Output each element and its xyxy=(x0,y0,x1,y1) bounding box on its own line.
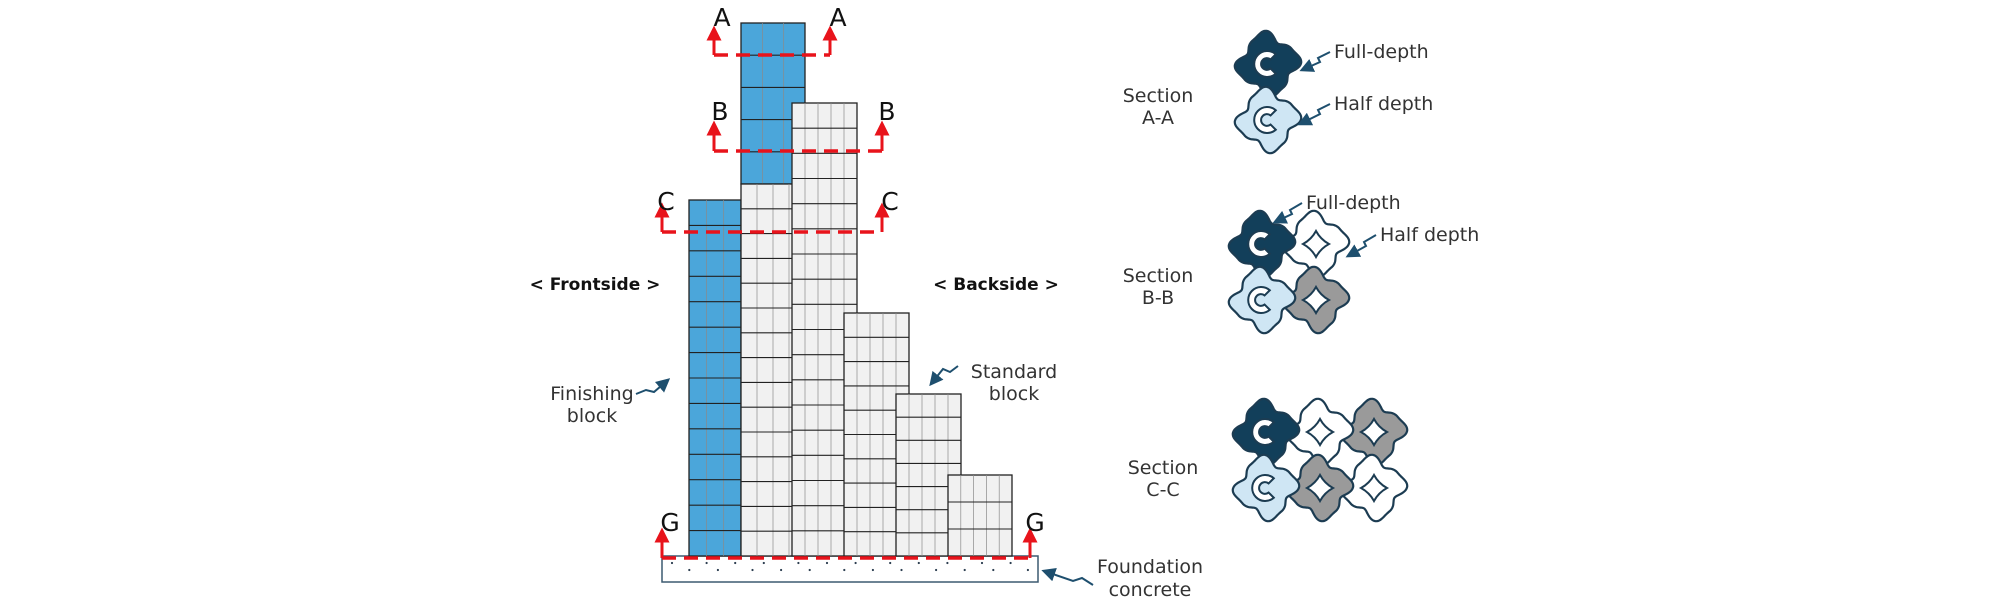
cut-label-g-right: G xyxy=(1025,508,1044,537)
section-b-half-depth-leader xyxy=(1345,234,1377,258)
cut-label-a-right: A xyxy=(829,3,846,32)
standard-block xyxy=(1339,453,1409,523)
section-b-full-depth-label: Full-depth xyxy=(1306,192,1401,214)
section-line-c xyxy=(654,202,890,234)
half-depth-block xyxy=(1233,85,1303,155)
finishing-leader-arrow xyxy=(635,378,671,395)
section-a-half-depth-leader xyxy=(1297,103,1331,126)
section-a-full-depth-label: Full-depth xyxy=(1334,41,1429,63)
section-line-b xyxy=(706,120,890,153)
section-line-g xyxy=(654,527,1038,560)
section-a-blocks xyxy=(1233,29,1303,155)
section-b-half-depth-label: Half depth xyxy=(1380,224,1479,246)
finishing-block-label-line1: Finishing xyxy=(550,383,633,405)
finishing-block-callout: Finishing block xyxy=(550,378,671,427)
foundation-concrete xyxy=(661,555,1039,583)
section-c-title-line2: C-C xyxy=(1146,479,1179,501)
full-depth-block xyxy=(1233,29,1303,99)
section-c-blocks xyxy=(1231,397,1409,523)
standard-block-label-line1: Standard xyxy=(971,361,1057,383)
section-a-half-depth-label: Half depth xyxy=(1334,93,1433,115)
frontside-label: < Frontside > xyxy=(530,275,661,295)
section-b-title-line2: B-B xyxy=(1142,287,1174,309)
standard-leader-arrow xyxy=(929,365,959,387)
foundation-label-line1: Foundation xyxy=(1097,556,1203,578)
elevation-view: A A B B C C G G < Frontside > < Backside… xyxy=(530,3,1203,601)
foundation-label-line2: concrete xyxy=(1109,579,1192,601)
section-c-title-line1: Section xyxy=(1128,457,1199,479)
section-b-full-depth-leader xyxy=(1272,202,1303,224)
foundation-callout: Foundation concrete xyxy=(1041,556,1203,601)
section-b-blocks xyxy=(1227,209,1351,335)
section-a-a: Section A-A Full-depth Half depth xyxy=(1123,29,1433,155)
section-a-full-depth-leader xyxy=(1299,51,1331,72)
standard-block-label-line2: block xyxy=(989,383,1039,405)
section-a-title-line1: Section xyxy=(1123,85,1194,107)
cut-label-g-left: G xyxy=(660,508,679,537)
section-views: Section A-A Full-depth Half depth Sectio… xyxy=(1123,29,1479,523)
standard-block-callout: Standard block xyxy=(929,361,1057,405)
cut-label-c-left: C xyxy=(657,187,674,216)
standard-column-6 xyxy=(947,474,1013,557)
block-columns xyxy=(688,22,1013,557)
finishing-column-front xyxy=(688,199,742,557)
section-b-title-line1: Section xyxy=(1123,265,1194,287)
cut-label-b-right: B xyxy=(878,97,895,126)
finishing-block-label-line2: block xyxy=(567,405,617,427)
section-b-b: Section B-B Full-depth Half depth xyxy=(1123,192,1479,335)
cut-label-a-left: A xyxy=(713,3,730,32)
standard-block xyxy=(1285,397,1355,467)
half-depth-block xyxy=(1231,453,1301,523)
section-line-a xyxy=(706,25,838,57)
foundation-leader-arrow xyxy=(1041,568,1094,586)
full-depth-block xyxy=(1231,397,1301,467)
full-depth-block xyxy=(1227,209,1297,279)
cut-label-b-left: B xyxy=(711,97,728,126)
cut-label-c-right: C xyxy=(881,187,898,216)
section-a-title-line2: A-A xyxy=(1142,107,1174,129)
half-depth-block xyxy=(1227,265,1297,335)
section-c-c: Section C-C xyxy=(1128,397,1409,523)
standard-block xyxy=(1281,265,1351,335)
backside-label: < Backside > xyxy=(933,275,1059,295)
